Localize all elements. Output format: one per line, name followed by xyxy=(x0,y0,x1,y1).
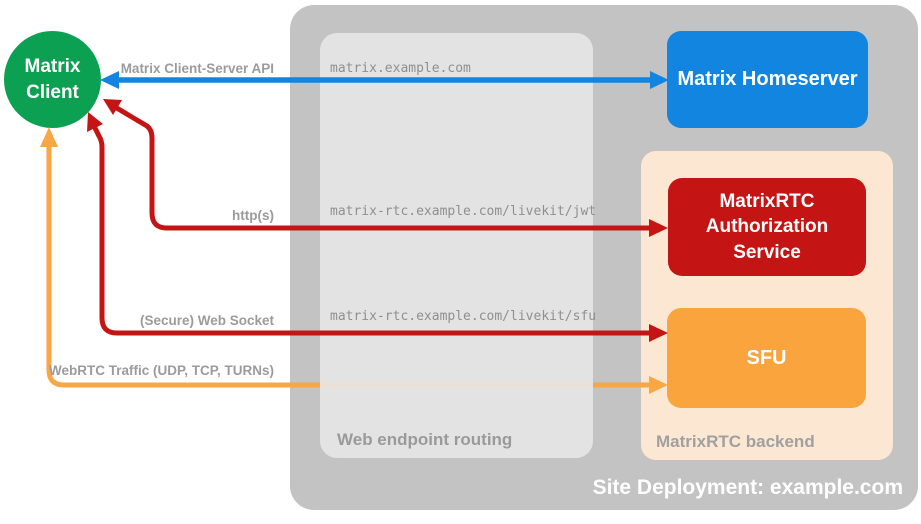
webrtc-arrowhead-client-icon xyxy=(40,127,58,147)
web-endpoint-routing-container: Web endpoint routing xyxy=(320,33,593,458)
http-jwt-caption: http(s) xyxy=(232,208,274,223)
matrix-homeserver-label: Matrix Homeserver xyxy=(677,68,858,90)
sfu-node: SFU xyxy=(667,308,866,408)
matrix-client-node: Matrix Client xyxy=(4,31,101,128)
authorization-service-label: MatrixRTC Authorization Service xyxy=(705,191,829,263)
http-jwt-arrowhead-client-icon xyxy=(103,99,122,115)
endpoint-url-jwt: matrix-rtc.example.com/livekit/jwt xyxy=(330,204,597,219)
sfu-label: SFU xyxy=(746,346,787,369)
matrix-client-label: Matrix Client xyxy=(24,55,81,103)
endpoint-url-homeserver: matrix.example.com xyxy=(330,61,471,76)
site-deployment-label: Site Deployment: example.com xyxy=(592,476,903,499)
webrtc-traffic-caption: WebRTC Traffic (UDP, TCP, TURNs) xyxy=(48,363,274,378)
endpoint-url-sfu: matrix-rtc.example.com/livekit/sfu xyxy=(330,309,597,324)
matrixrtc-backend-container: MatrixRTC Authorization Service SFU Matr… xyxy=(641,151,893,460)
web-endpoint-routing-label: Web endpoint routing xyxy=(337,430,513,449)
authorization-service-node: MatrixRTC Authorization Service xyxy=(668,178,866,276)
matrixrtc-backend-label: MatrixRTC backend xyxy=(656,432,815,451)
websocket-arrowhead-client-icon xyxy=(87,112,103,132)
client-server-api-caption: Matrix Client-Server API xyxy=(120,61,274,76)
websocket-caption: (Secure) Web Socket xyxy=(139,313,274,328)
matrix-homeserver-node: Matrix Homeserver xyxy=(667,31,868,128)
